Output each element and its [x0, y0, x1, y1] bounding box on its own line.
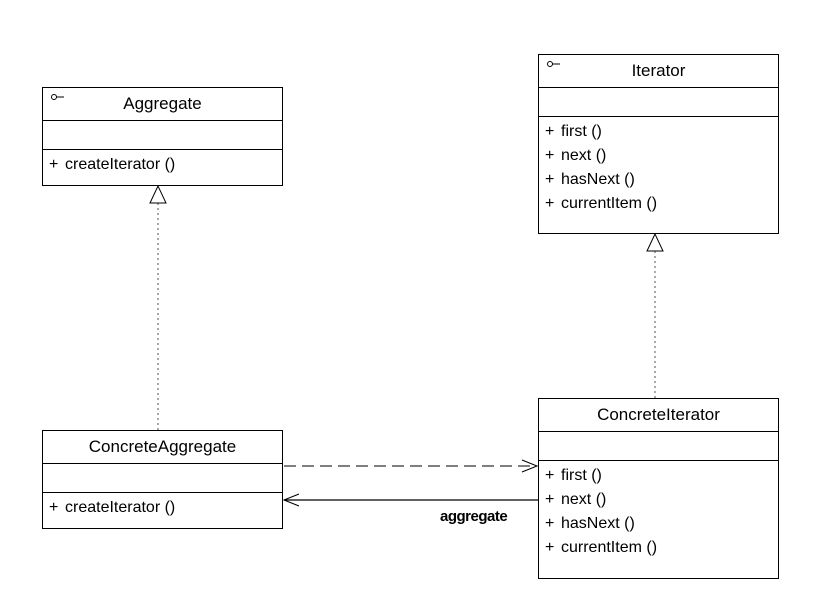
interface-icon	[547, 61, 560, 67]
visibility-marker: +	[545, 467, 555, 484]
class-header: ConcreteIterator	[539, 399, 778, 432]
operation-signature: hasNext ()	[561, 171, 635, 188]
operation: + next ()	[545, 144, 778, 168]
class-aggregate[interactable]: Aggregate + createIterator ()	[42, 87, 283, 186]
visibility-marker: +	[49, 156, 59, 173]
attributes-compartment	[43, 121, 282, 150]
operation-signature: first ()	[561, 123, 602, 140]
class-name: ConcreteIterator	[597, 405, 720, 424]
visibility-marker: +	[545, 147, 555, 164]
operation: + currentItem ()	[545, 192, 778, 216]
realization-arrowhead-aggregate	[149, 184, 167, 204]
class-header: ConcreteAggregate	[43, 431, 282, 464]
operation: + first ()	[545, 120, 778, 144]
operation: + first ()	[545, 464, 778, 488]
operation: + createIterator ()	[49, 496, 282, 520]
operation: + currentItem ()	[545, 536, 778, 560]
realization-arrowhead-iterator	[646, 232, 664, 252]
attributes-compartment	[539, 432, 778, 461]
class-concrete-aggregate[interactable]: ConcreteAggregate + createIterator ()	[42, 430, 283, 529]
attributes-compartment	[539, 88, 778, 117]
operation-signature: hasNext ()	[561, 515, 635, 532]
class-header: Iterator	[539, 55, 778, 88]
class-header: Aggregate	[43, 88, 282, 121]
class-name: Iterator	[631, 61, 686, 80]
operation-signature: createIterator ()	[65, 499, 176, 516]
attributes-compartment	[43, 464, 282, 493]
visibility-marker: +	[545, 539, 555, 556]
class-iterator[interactable]: Iterator + first () + next () + hasNext () …	[538, 54, 779, 234]
operation-signature: first ()	[561, 467, 602, 484]
operation-signature: currentItem ()	[561, 195, 658, 212]
visibility-marker: +	[545, 515, 555, 532]
operation: + hasNext ()	[545, 512, 778, 536]
operation-signature: next ()	[561, 147, 607, 164]
operation-signature: next ()	[561, 491, 607, 508]
visibility-marker: +	[545, 123, 555, 140]
operation: + next ()	[545, 488, 778, 512]
class-name: Aggregate	[123, 94, 202, 113]
interface-icon	[51, 94, 64, 100]
class-name: ConcreteAggregate	[88, 437, 237, 456]
operations-compartment: + createIterator ()	[43, 150, 282, 179]
operations-compartment: + first () + next () + hasNext () + currentI…	[539, 461, 778, 562]
operations-compartment: + createIterator ()	[43, 493, 282, 522]
class-concrete-iterator[interactable]: ConcreteIterator + first () + next () + has…	[538, 398, 779, 579]
visibility-marker: +	[49, 499, 59, 516]
operation-signature: currentItem ()	[561, 539, 658, 556]
visibility-marker: +	[545, 491, 555, 508]
association-arrowhead	[282, 493, 300, 507]
association-role-label: aggregate	[440, 508, 508, 525]
operation-signature: createIterator ()	[65, 156, 176, 173]
operation: + hasNext ()	[545, 168, 778, 192]
visibility-marker: +	[545, 195, 555, 212]
dependency-arrowhead	[521, 459, 539, 473]
operations-compartment: + first () + next () + hasNext () + currentI…	[539, 117, 778, 218]
operation: + createIterator ()	[49, 153, 282, 177]
visibility-marker: +	[545, 171, 555, 188]
